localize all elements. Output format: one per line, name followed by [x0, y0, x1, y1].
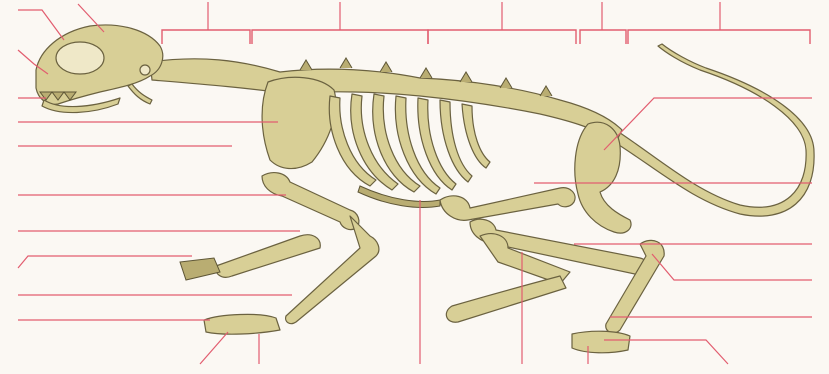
skull — [36, 25, 163, 113]
label-leader-lines-right — [534, 98, 812, 364]
rib-cage — [329, 94, 490, 207]
tail-vertebrae — [598, 44, 814, 216]
scapula — [262, 77, 336, 168]
forelimb — [180, 173, 379, 335]
region-brackets-top — [162, 2, 810, 44]
hindlimb — [440, 188, 664, 353]
spine — [150, 58, 622, 142]
